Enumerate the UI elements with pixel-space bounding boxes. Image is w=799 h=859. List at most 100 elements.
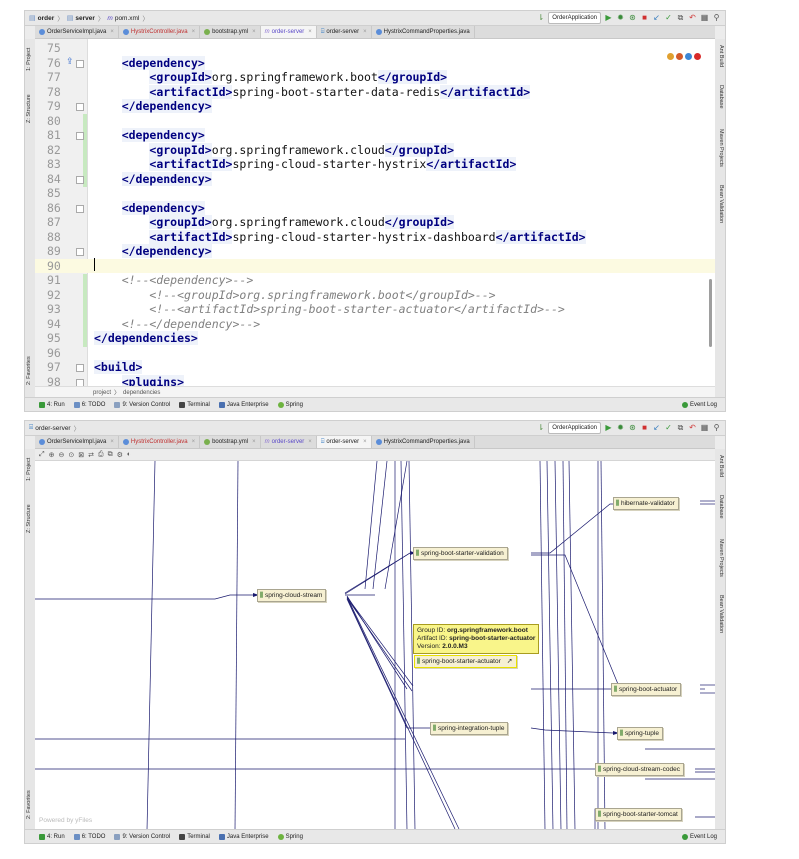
tab-orderserviceimpl[interactable]: OrderServiceImpl.java× (35, 436, 119, 448)
code-line[interactable]: 79 </dependency> (35, 99, 715, 114)
close-icon[interactable]: × (110, 29, 114, 35)
run-config-select[interactable]: OrderApplication (548, 12, 601, 24)
debug-icon[interactable]: ✹ (617, 13, 624, 22)
tool-bean-validation[interactable]: Bean Validation (718, 595, 724, 634)
code-line[interactable]: 95</dependencies> (35, 331, 715, 346)
tab-hystrixcontroller[interactable]: HystrixController.java× (119, 436, 201, 448)
tool-run[interactable]: 4: Run (39, 401, 65, 408)
code-line[interactable]: 96 (35, 346, 715, 361)
node-hibernate-validator[interactable]: ⫼hibernate-validator (613, 497, 679, 510)
tool-maven-projects[interactable]: Maven Projects (718, 539, 724, 577)
code-breadcrumb-project[interactable]: project (93, 389, 112, 396)
code-line[interactable]: 93 <!--<artifactId>spring-boot-starter-a… (35, 302, 715, 317)
vcs-commit-icon[interactable]: ✓ (665, 13, 672, 22)
breadcrumb-item-server[interactable]: server (75, 14, 95, 22)
close-icon[interactable]: × (308, 29, 312, 35)
code-line[interactable]: 89 </dependency> (35, 244, 715, 259)
code-line[interactable]: 92 <!--<groupId>org.springframework.boot… (35, 288, 715, 303)
code-line[interactable]: 84 </dependency> (35, 171, 715, 187)
tab-bootstrap-yml[interactable]: bootstrap.yml× (200, 436, 261, 448)
search-icon[interactable]: ⚲ (713, 423, 720, 432)
close-icon[interactable]: × (110, 439, 114, 445)
build-icon[interactable]: ⇂ (537, 423, 545, 432)
override-arrow-icon[interactable]: ⇪ (66, 55, 74, 66)
settings-icon[interactable]: ⚙ (116, 451, 123, 459)
breadcrumb-item-order[interactable]: order (37, 14, 55, 22)
firefox-icon[interactable] (676, 53, 683, 60)
code-line[interactable]: 86 <dependency> (35, 200, 715, 216)
tab-hystrixcommandproperties[interactable]: HystrixCommandProperties.java (372, 436, 475, 448)
fold-marker-icon[interactable] (76, 248, 84, 256)
vcs-commit-icon[interactable]: ✓ (665, 423, 672, 432)
tool-todo[interactable]: 6: TODO (73, 401, 105, 408)
fold-marker-icon[interactable] (76, 175, 84, 184)
fold-marker-icon[interactable] (76, 103, 84, 111)
search-icon[interactable]: ⚲ (713, 13, 720, 22)
run-icon[interactable]: ▶ (605, 423, 612, 432)
code-line[interactable]: 87 <groupId>org.springframework.cloud</g… (35, 215, 715, 230)
tool-java-enterprise[interactable]: Java Enterprise (218, 401, 269, 408)
fold-marker-icon[interactable] (76, 132, 84, 140)
tool-ant-build[interactable]: Ant Build (718, 455, 724, 478)
fold-marker-icon[interactable] (76, 204, 84, 213)
node-spring-integration-tuple[interactable]: ⫼spring-integration-tuple (430, 722, 509, 735)
code-line[interactable]: 75 (35, 41, 715, 56)
tab-hystrixcommandproperties[interactable]: HystrixCommandProperties.java (372, 26, 475, 38)
tool-project[interactable]: 1: Project (26, 457, 32, 481)
tab-hystrixcontroller[interactable]: HystrixController.java× (119, 26, 201, 38)
actual-size-icon[interactable]: ⊙ (68, 451, 75, 459)
tool-bean-validation[interactable]: Bean Validation (718, 185, 724, 224)
chrome-icon[interactable] (667, 53, 674, 60)
tool-version-control[interactable]: 9: Version Control (114, 833, 170, 840)
vcs-update-icon[interactable]: ↙ (653, 423, 660, 432)
node-spring-boot-starter-tomcat[interactable]: ⫼spring-boot-starter-tomcat (595, 808, 682, 821)
tool-favorites[interactable]: 2: Favorites (26, 356, 32, 385)
node-spring-cloud-stream-codec[interactable]: ⫼spring-cloud-stream-codec (595, 763, 684, 776)
code-line[interactable]: 81 <dependency> (35, 128, 715, 143)
tab-order-server-diagram[interactable]: ⌸order-server× (316, 436, 372, 448)
tool-database[interactable]: Database (718, 495, 724, 519)
tool-maven-projects[interactable]: Maven Projects (718, 129, 724, 167)
close-icon[interactable]: × (363, 439, 367, 445)
revert-icon[interactable]: ↶ (689, 13, 696, 22)
code-line[interactable]: 91 <!--<dependency>--> (35, 273, 715, 288)
close-icon[interactable]: × (252, 439, 256, 445)
export-icon[interactable]: ⎙ (97, 450, 104, 458)
node-spring-tuple[interactable]: ⫼spring-tuple (617, 727, 663, 740)
code-line[interactable]: 80 (35, 114, 715, 129)
tool-event-log[interactable]: Event Log (681, 401, 717, 408)
history-icon[interactable]: ⧉ (677, 423, 684, 432)
code-line[interactable]: 78 <artifactId>spring-boot-starter-data-… (35, 84, 715, 100)
tool-database[interactable]: Database (718, 85, 724, 109)
node-spring-boot-actuator[interactable]: ⫼spring-boot-actuator (611, 683, 682, 696)
help-icon[interactable]: ◐ (126, 451, 132, 458)
tool-structure[interactable]: Z: Structure (26, 504, 32, 533)
layout-icon[interactable]: ⤢ (39, 450, 45, 458)
project-structure-icon[interactable]: ▦ (700, 13, 709, 22)
node-spring-boot-starter-validation[interactable]: ⫼spring-boot-starter-validation (413, 547, 508, 560)
apply-layout-icon[interactable]: ⇄ (88, 451, 94, 459)
tool-version-control[interactable]: 9: Version Control (114, 401, 170, 408)
tool-ant-build[interactable]: Ant Build (718, 45, 724, 68)
editor-scrollbar[interactable] (709, 279, 712, 347)
tool-run[interactable]: 4: Run (39, 833, 65, 840)
zoom-out-icon[interactable]: ⊖ (58, 451, 65, 459)
code-line[interactable]: 97<build> (35, 360, 715, 375)
safari-icon[interactable] (685, 53, 692, 60)
tool-todo[interactable]: 6: TODO (73, 833, 105, 840)
run-icon[interactable]: ▶ (605, 13, 612, 22)
close-icon[interactable]: × (191, 29, 196, 35)
code-line[interactable]: 85 (35, 186, 715, 201)
tool-terminal[interactable]: Terminal (179, 401, 210, 408)
project-structure-icon[interactable]: ▦ (700, 423, 709, 432)
tool-spring[interactable]: Spring (277, 401, 303, 408)
fit-content-icon[interactable]: ⊠ (78, 451, 85, 459)
stop-icon[interactable]: ■ (642, 423, 647, 432)
code-line[interactable]: 82 <groupId>org.springframework.cloud</g… (35, 142, 715, 158)
tool-terminal[interactable]: Terminal (179, 833, 210, 840)
tool-project[interactable]: 1: Project (26, 47, 32, 71)
dependency-diagram[interactable]: ⤢ ⊕ ⊖ ⊙ ⊠ ⇄ ⎙ ⧉ ⚙ ◐ (35, 449, 715, 830)
